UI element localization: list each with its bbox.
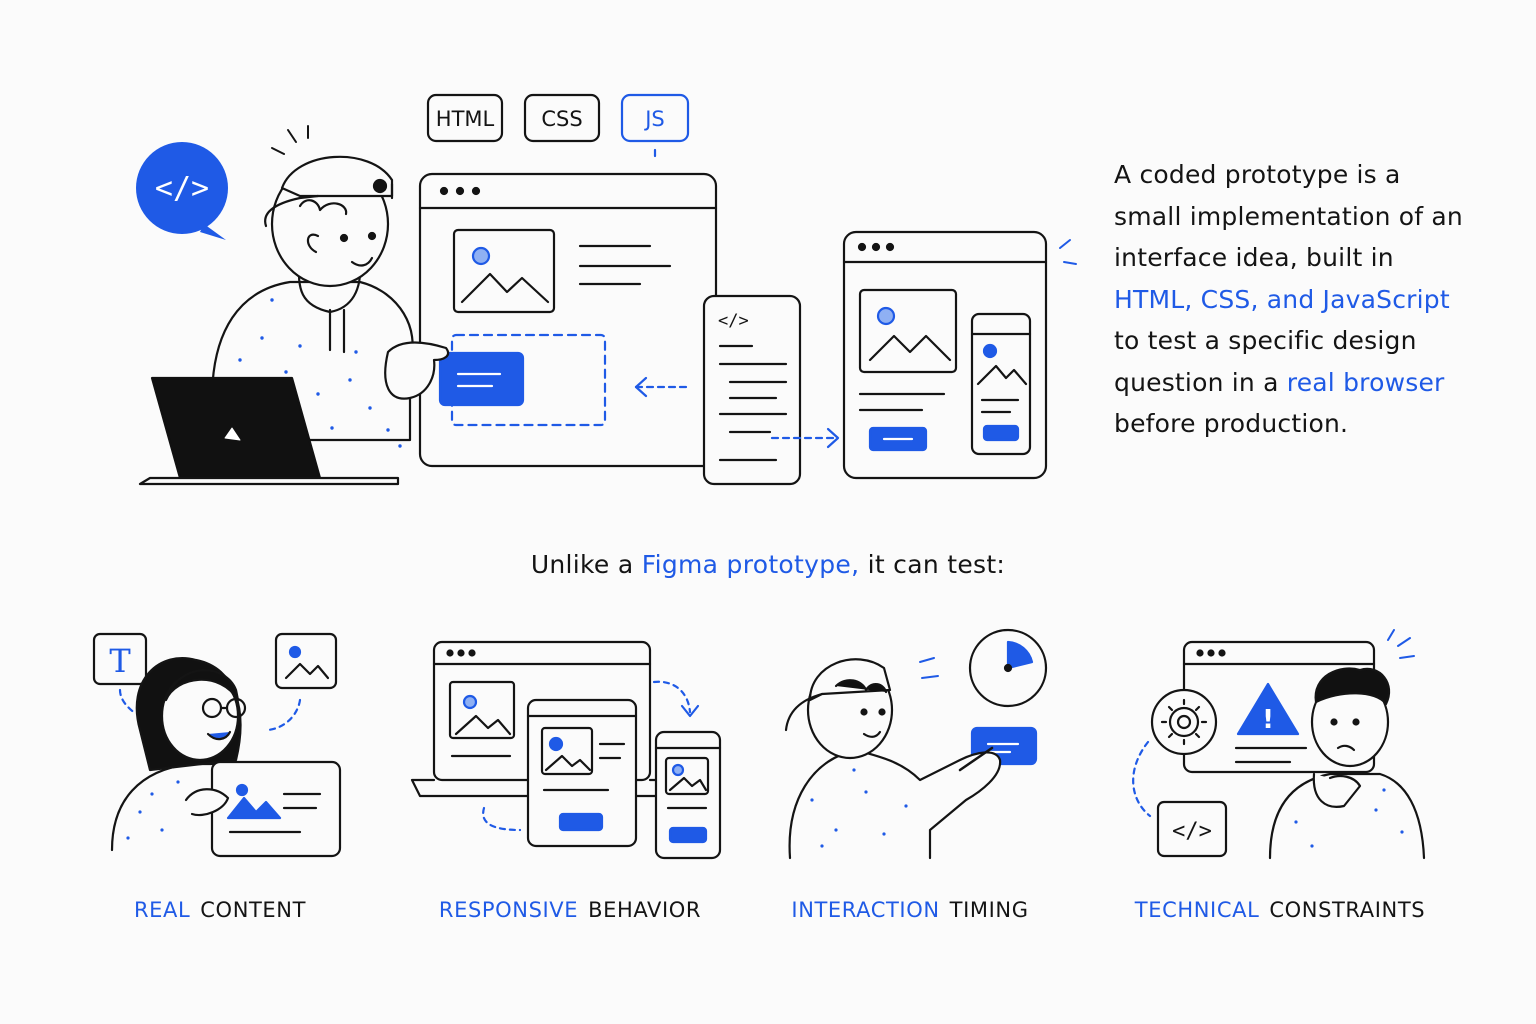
arrow-right-icon <box>770 427 840 449</box>
feature-responsive-behavior: RESPONSIVE BEHAVIOR <box>420 898 720 922</box>
feature-interaction-timing: INTERACTION TIMING <box>770 898 1050 922</box>
sparkle-marks <box>1059 239 1077 265</box>
warning-icon: ! <box>1236 682 1300 736</box>
image-placeholder-icon <box>452 228 556 314</box>
arrow-left-icon <box>634 376 692 398</box>
subheading-accent: Figma prototype, <box>641 550 860 579</box>
description-highlight: real browser <box>1286 367 1445 397</box>
svg-text:JS: JS <box>643 107 665 131</box>
subheading-after: it can test: <box>859 550 1006 579</box>
description-line: small implementation of an <box>1114 196 1514 238</box>
feature-accent: TECHNICAL <box>1134 898 1260 922</box>
feature-accent: RESPONSIVE <box>438 898 579 922</box>
description-text: question in a <box>1114 367 1287 397</box>
feature-rest: TIMING <box>949 898 1029 922</box>
badge-html: HTML <box>426 93 504 143</box>
description-text: interface idea, built in <box>1114 243 1394 272</box>
description-line: question in a real browser <box>1114 362 1514 404</box>
laptop-icon <box>138 376 400 486</box>
timer-icon <box>968 628 1048 708</box>
description-text: small implementation of an <box>1114 201 1463 231</box>
description-line: to test a specific design <box>1114 320 1514 362</box>
feature-accent: INTERACTION <box>791 898 940 922</box>
svg-text:</>: </> <box>1172 819 1212 844</box>
svg-text:</>: </> <box>718 311 749 331</box>
description-line: interface idea, built in <box>1114 237 1514 279</box>
description-line: HTML, CSS, and JavaScript <box>1114 279 1514 321</box>
prototype-description: A coded prototype is a small implementati… <box>1114 154 1514 445</box>
code-icon: </> <box>1156 800 1228 858</box>
svg-text:CSS: CSS <box>541 107 582 131</box>
feature-technical-constraints: TECHNICAL CONSTRAINTS <box>1110 898 1450 922</box>
subheading-before: Unlike a <box>530 550 642 579</box>
description-text: A coded prototype is a <box>1114 160 1401 189</box>
technical-constraints-illustration: ! </> <box>1132 629 1426 860</box>
svg-text:</>: </> <box>155 171 209 206</box>
section-subheading: Unlike a Figma prototype, it can test: <box>0 550 1536 579</box>
gear-icon <box>1150 688 1218 756</box>
real-content-illustration: T <box>92 632 342 858</box>
interaction-timing-illustration <box>784 628 1048 860</box>
feature-real-content: REAL CONTENT <box>120 898 320 922</box>
description-line: before production. <box>1114 403 1514 445</box>
feature-rest: BEHAVIOR <box>588 898 702 922</box>
svg-text:!: ! <box>1262 705 1274 735</box>
responsive-behavior-illustration <box>410 640 722 860</box>
code-bubble-icon: </> <box>136 142 228 240</box>
feature-rest: CONTENT <box>200 898 307 922</box>
attention-marks <box>271 125 309 155</box>
description-highlight: HTML, CSS, and JavaScript <box>1114 284 1450 314</box>
svg-text:T: T <box>109 642 131 680</box>
description-text: before production. <box>1114 409 1349 438</box>
cta-button-mock <box>438 351 525 407</box>
description-line: A coded prototype is a <box>1114 154 1514 196</box>
badge-css: CSS <box>523 93 601 143</box>
preview-browser-window <box>842 230 1048 480</box>
description-text: to test a specific design <box>1114 326 1417 355</box>
badge-js: JS <box>620 93 690 158</box>
main-browser-window <box>418 172 718 468</box>
svg-text:HTML: HTML <box>436 107 495 131</box>
code-phone-window: </> <box>702 294 802 486</box>
feature-accent: REAL <box>133 898 191 922</box>
feature-rest: CONSTRAINTS <box>1269 898 1426 922</box>
